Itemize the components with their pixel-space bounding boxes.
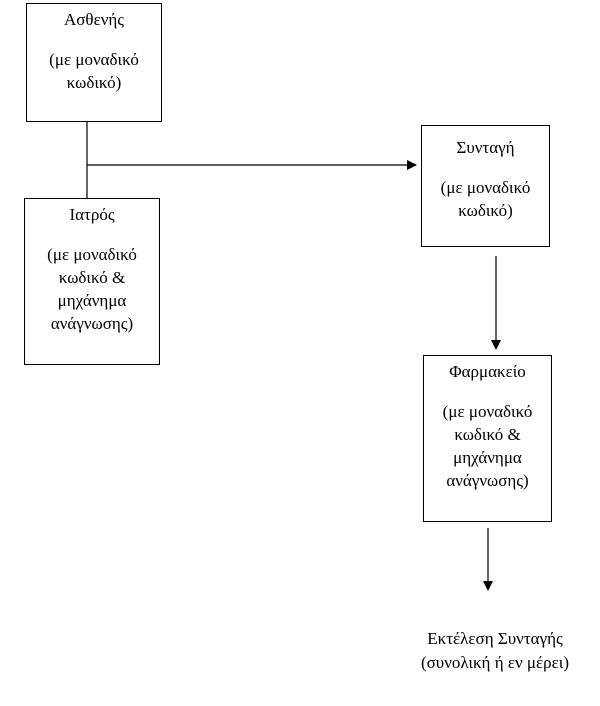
doctor-description: (με μοναδικό κωδικό & μηχάνημα ανάγνωσης… <box>25 243 159 335</box>
prescription-description: (με μοναδικό κωδικό) <box>422 176 549 222</box>
prescription-desc-line: (με μοναδικό <box>440 178 531 197</box>
patient-desc-line: (με μοναδικό <box>49 50 139 69</box>
prescription-desc-line: κωδικό) <box>458 201 513 220</box>
doctor-node: Ιατρός (με μοναδικό κωδικό & μηχάνημα αν… <box>24 198 160 365</box>
pharmacy-desc-line: μηχάνημα <box>453 448 522 467</box>
pharmacy-desc-line: (με μοναδικό <box>442 402 533 421</box>
pharmacy-description: (με μοναδικό κωδικό & μηχάνημα ανάγνωσης… <box>424 400 551 492</box>
doctor-desc-line: κωδικό & <box>58 268 126 287</box>
patient-description: (με μοναδικό κωδικό) <box>27 48 161 94</box>
pharmacy-title: Φαρμακείο <box>449 362 526 381</box>
patient-title: Ασθενής <box>63 10 125 29</box>
prescription-execution-result: Εκτέλεση Συνταγής (συνολική ή εν μέρει) <box>390 627 600 675</box>
patient-node: Ασθενής (με μοναδικό κωδικό) <box>26 3 162 122</box>
result-title: Εκτέλεση Συνταγής <box>427 629 563 648</box>
prescription-title: Συνταγή <box>456 138 515 157</box>
pharmacy-node: Φαρμακείο (με μοναδικό κωδικό & μηχάνημα… <box>423 355 552 522</box>
pharmacy-desc-line: ανάγνωσης) <box>446 471 529 490</box>
result-subtitle: (συνολική ή εν μέρει) <box>420 653 570 672</box>
doctor-title: Ιατρός <box>69 205 115 224</box>
doctor-desc-line: (με μοναδικό <box>47 245 137 264</box>
patient-desc-line: κωδικό) <box>66 73 122 92</box>
doctor-desc-line: μηχάνημα <box>57 291 127 310</box>
prescription-node: Συνταγή (με μοναδικό κωδικό) <box>421 125 550 247</box>
doctor-desc-line: ανάγνωσης) <box>50 314 134 333</box>
pharmacy-desc-line: κωδικό & <box>454 425 521 444</box>
